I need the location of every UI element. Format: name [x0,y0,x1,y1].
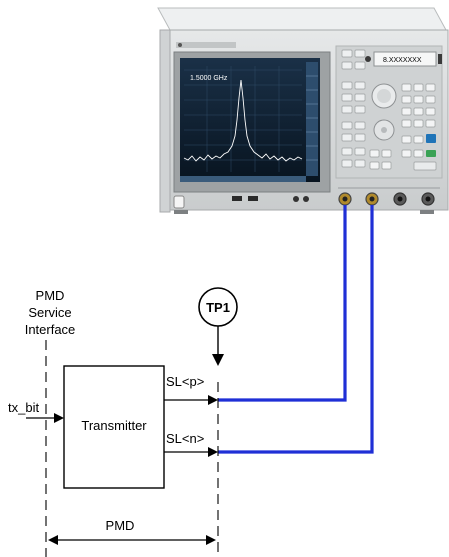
tx-bit-label: tx_bit [8,400,39,415]
transmitter-label: Transmitter [81,418,147,433]
pmd-span-arrow-left [48,535,58,545]
preset-key [413,161,437,171]
numeric-keypad [369,83,436,170]
key-cluster-left [341,49,366,168]
sl-n-arrow-head [208,447,218,457]
screen-grid [184,66,302,172]
cable-n [218,205,374,454]
screen-softkey-column [306,62,318,176]
green-key [426,150,436,157]
usb-port-left [232,196,242,201]
pmd-span-label: PMD [106,518,135,533]
side-indicator [438,54,442,64]
tx-bit-arrow-head [54,413,64,423]
sl-n-label: SL<n> [166,431,204,446]
entry-display [373,51,437,67]
pmd-service-interface-label-line1: PMD [36,288,65,303]
screen-readout: 1.5000 GHz [190,75,228,82]
test-ports [338,187,440,206]
instrument-foot-left [174,210,188,214]
instrument-foot-right [420,210,434,214]
network-analyzer-instrument: 1.5000 GHz 8.XXXXXXX [157,7,449,214]
tp1-label: TP1 [206,300,230,315]
brand-strip [176,42,236,48]
entry-display-value: 8.XXXXXXX [383,57,422,64]
screen-softkey-rows [306,75,318,161]
probe-jack-1 [293,196,299,202]
brand-logo-icon [178,43,182,47]
display-screen [180,58,320,182]
transmitter-block [63,365,165,489]
tp1-arrow-head [212,354,224,366]
standby-indicator-icon [365,56,371,62]
probe-jack-2 [303,196,309,202]
cable-p [218,205,347,402]
pmd-span-arrow-right [206,535,216,545]
screen-status-bar [180,176,306,182]
arrow-pad-center [381,127,387,133]
instrument-top-face [157,7,447,31]
power-switch [173,195,185,209]
blue-key [426,134,436,143]
pmd-service-interface-label-line2: Service [28,305,71,320]
screen-resonance-trace [183,79,303,162]
sl-p-arrow-head [208,395,218,405]
instrument-handle [159,29,171,213]
usb-port-right [248,196,258,201]
sl-p-label: SL<p> [166,374,204,389]
pmd-service-interface-label-line3: Interface [25,322,76,337]
rotary-knob-center [377,89,391,103]
